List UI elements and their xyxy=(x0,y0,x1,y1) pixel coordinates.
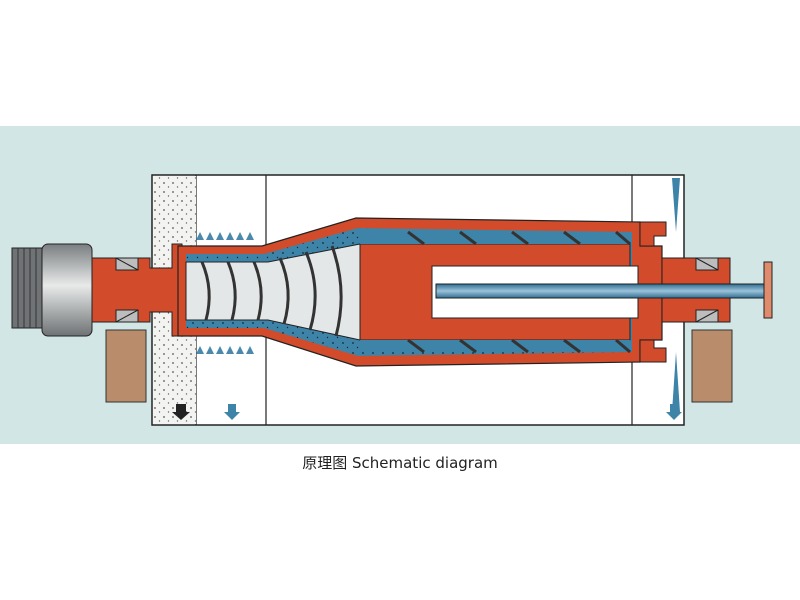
feed-pipe-icon xyxy=(435,261,773,319)
solids-discharge-arrow-icon xyxy=(172,404,190,420)
left-bearing-housing xyxy=(91,243,183,337)
liquid-discharge-arrow-icon xyxy=(224,404,682,420)
figure-caption: 原理图 Schematic diagram xyxy=(302,454,498,472)
decanter-centrifuge-schematic xyxy=(11,174,773,426)
right-bearing-support xyxy=(691,329,733,403)
left-bearing-support xyxy=(105,329,147,403)
spiral-conveyor-icon xyxy=(200,230,631,354)
liquid-droplet-markers xyxy=(196,232,254,354)
